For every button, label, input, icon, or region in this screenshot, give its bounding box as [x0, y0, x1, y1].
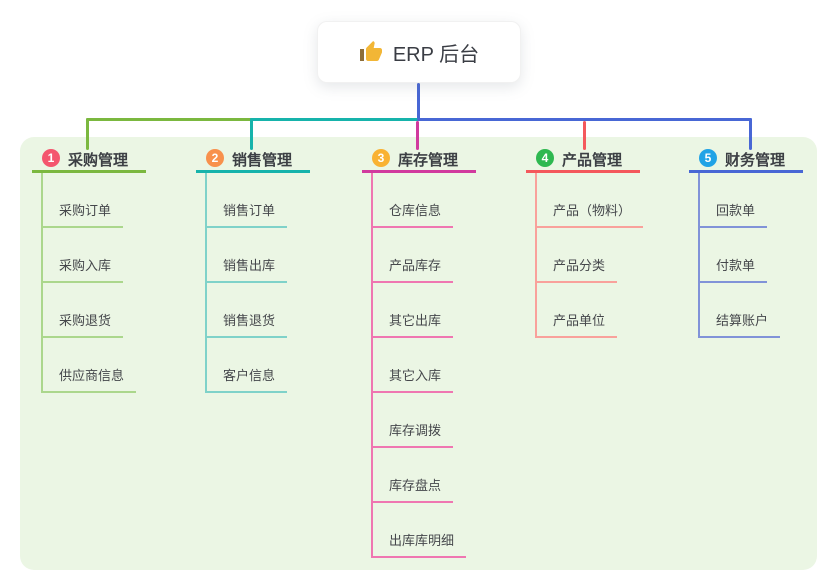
root-stem-connector — [417, 83, 420, 121]
child-node-label[interactable]: 采购入库 — [43, 255, 124, 283]
branch-children: 产品（物料） 产品分类 产品单位 — [535, 173, 644, 338]
child-node: 产品（物料） — [537, 173, 644, 228]
connector-branch5-horizontal — [417, 118, 752, 121]
child-node: 库存盘点 — [373, 448, 466, 503]
child-node: 产品分类 — [537, 228, 643, 283]
child-node-label[interactable]: 产品（物料） — [537, 200, 644, 228]
child-node-label[interactable]: 出库库明细 — [373, 530, 467, 558]
branch-title-label: 库存管理 — [398, 151, 459, 169]
child-node: 其它出库 — [373, 283, 466, 338]
child-node-label[interactable]: 结算账户 — [700, 310, 781, 338]
branch-number-badge: 4 — [536, 149, 554, 167]
child-node-label[interactable]: 回款单 — [700, 200, 768, 228]
child-node-label[interactable]: 库存调拨 — [373, 420, 454, 448]
branch-title-label: 产品管理 — [562, 151, 623, 169]
child-node-label[interactable]: 销售订单 — [207, 200, 288, 228]
branch-product-management: 4 产品管理 产品（物料） 产品分类 产品单位 — [526, 148, 644, 338]
child-node-label[interactable]: 其它入库 — [373, 365, 454, 393]
connector-branch3-drop — [416, 121, 419, 150]
child-node-label[interactable]: 产品单位 — [537, 310, 618, 338]
branch-children: 采购订单 采购入库 采购退货 供应商信息 — [41, 173, 137, 393]
branch-title-inventory[interactable]: 3 库存管理 — [362, 148, 476, 173]
connector-branch1-drop — [86, 118, 89, 150]
connector-branch4-drop — [583, 121, 586, 150]
branch-title-label: 财务管理 — [725, 151, 786, 169]
child-node: 回款单 — [700, 173, 780, 228]
child-node-label[interactable]: 采购订单 — [43, 200, 124, 228]
child-node: 付款单 — [700, 228, 780, 283]
branch-number-badge: 5 — [699, 149, 717, 167]
child-node: 采购入库 — [43, 228, 136, 283]
branch-finance-management: 5 财务管理 回款单 付款单 结算账户 — [689, 148, 803, 338]
branch-title-sales[interactable]: 2 销售管理 — [196, 148, 310, 173]
branch-sales-management: 2 销售管理 销售订单 销售出库 销售退货 客户信息 — [196, 148, 310, 393]
child-node: 客户信息 — [207, 338, 288, 393]
branch-number-badge: 3 — [372, 149, 390, 167]
branch-title-product[interactable]: 4 产品管理 — [526, 148, 640, 173]
child-node: 销售出库 — [207, 228, 288, 283]
child-node: 结算账户 — [700, 283, 781, 338]
child-node-label[interactable]: 付款单 — [700, 255, 768, 283]
branch-number-badge: 2 — [206, 149, 224, 167]
child-node: 产品单位 — [537, 283, 643, 338]
connector-branch2-horizontal — [250, 118, 419, 121]
branch-children: 回款单 付款单 结算账户 — [698, 173, 781, 338]
connector-branch2-drop — [250, 118, 253, 150]
child-node: 销售退货 — [207, 283, 288, 338]
branch-inventory-management: 3 库存管理 仓库信息 产品库存 其它出库 其它入库 库存调拨 库存盘点 出库库… — [362, 148, 476, 558]
child-node-label[interactable]: 供应商信息 — [43, 365, 137, 393]
child-node: 采购订单 — [43, 173, 136, 228]
child-node-label[interactable]: 其它出库 — [373, 310, 454, 338]
branch-title-purchase[interactable]: 1 采购管理 — [32, 148, 146, 173]
child-node-label[interactable]: 采购退货 — [43, 310, 124, 338]
branch-number-badge: 1 — [42, 149, 60, 167]
child-node-label[interactable]: 库存盘点 — [373, 475, 454, 503]
branch-purchase-management: 1 采购管理 采购订单 采购入库 采购退货 供应商信息 — [32, 148, 146, 393]
branch-children: 销售订单 销售出库 销售退货 客户信息 — [205, 173, 288, 393]
child-node-label[interactable]: 仓库信息 — [373, 200, 454, 228]
branches-background-panel — [20, 137, 817, 570]
child-node-label[interactable]: 销售退货 — [207, 310, 288, 338]
connector-branch5-drop — [749, 118, 752, 150]
child-node-label[interactable]: 客户信息 — [207, 365, 288, 393]
child-node: 出库库明细 — [373, 503, 467, 558]
branch-title-label: 销售管理 — [232, 151, 293, 169]
child-node-label[interactable]: 产品库存 — [373, 255, 454, 283]
child-node: 供应商信息 — [43, 338, 137, 393]
child-node: 采购退货 — [43, 283, 136, 338]
root-node-erp[interactable]: ERP 后台 — [317, 21, 521, 83]
child-node: 其它入库 — [373, 338, 466, 393]
child-node: 仓库信息 — [373, 173, 466, 228]
branch-title-finance[interactable]: 5 财务管理 — [689, 148, 803, 173]
child-node: 库存调拨 — [373, 393, 466, 448]
thumbs-up-icon — [359, 40, 383, 64]
child-node-label[interactable]: 销售出库 — [207, 255, 288, 283]
root-node-label: ERP 后台 — [392, 43, 480, 66]
child-node: 销售订单 — [207, 173, 288, 228]
branch-children: 仓库信息 产品库存 其它出库 其它入库 库存调拨 库存盘点 出库库明细 — [371, 173, 467, 558]
child-node-label[interactable]: 产品分类 — [537, 255, 618, 283]
child-node: 产品库存 — [373, 228, 466, 283]
branch-title-label: 采购管理 — [68, 151, 129, 169]
